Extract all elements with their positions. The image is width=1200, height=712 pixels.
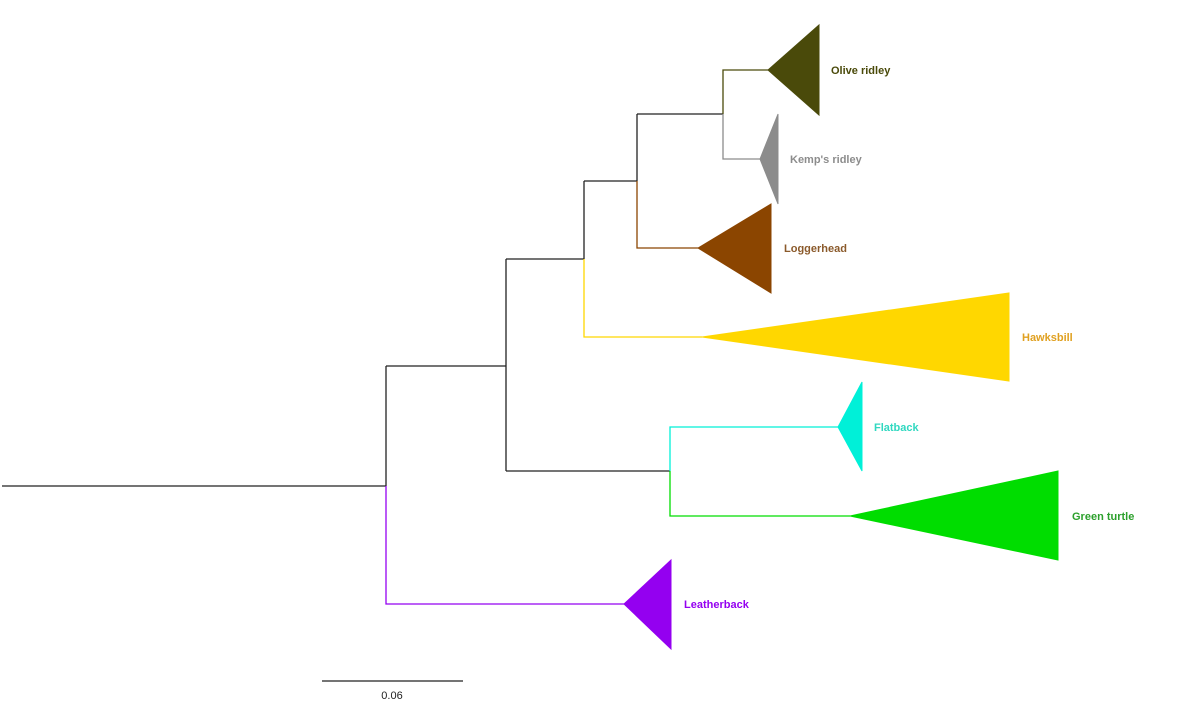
hawksbill-branch xyxy=(583,259,702,338)
flatback-branch xyxy=(669,426,838,471)
olive-triangle xyxy=(767,23,820,117)
leatherback-branch xyxy=(385,486,624,605)
hawksbill-label: Hawksbill xyxy=(1022,332,1073,344)
green-branch xyxy=(669,471,850,517)
hawksbill-triangle xyxy=(701,292,1010,382)
green-triangle xyxy=(849,470,1059,561)
flatback-triangle xyxy=(837,381,863,472)
loggerhead-triangle xyxy=(697,203,772,294)
olive-branch xyxy=(722,69,768,114)
clade-triangles xyxy=(623,23,1059,651)
kemps-label: Kemp's ridley xyxy=(790,154,863,166)
kemps-branch xyxy=(722,114,760,160)
kemps-triangle xyxy=(759,113,779,205)
flatback-label: Flatback xyxy=(874,422,920,434)
scale-bar-label: 0.06 xyxy=(381,690,402,702)
scale-bar: 0.06 xyxy=(322,680,463,702)
loggerhead-branch xyxy=(636,181,698,249)
green-label: Green turtle xyxy=(1072,511,1134,523)
loggerhead-label: Loggerhead xyxy=(784,243,847,255)
leatherback-triangle xyxy=(623,558,672,651)
clade-branches xyxy=(385,69,850,605)
backbone-branches xyxy=(2,113,723,487)
olive-label: Olive ridley xyxy=(831,65,891,77)
clade-labels: Olive ridley Kemp's ridley Loggerhead Ha… xyxy=(684,65,1134,611)
leatherback-label: Leatherback xyxy=(684,599,750,611)
